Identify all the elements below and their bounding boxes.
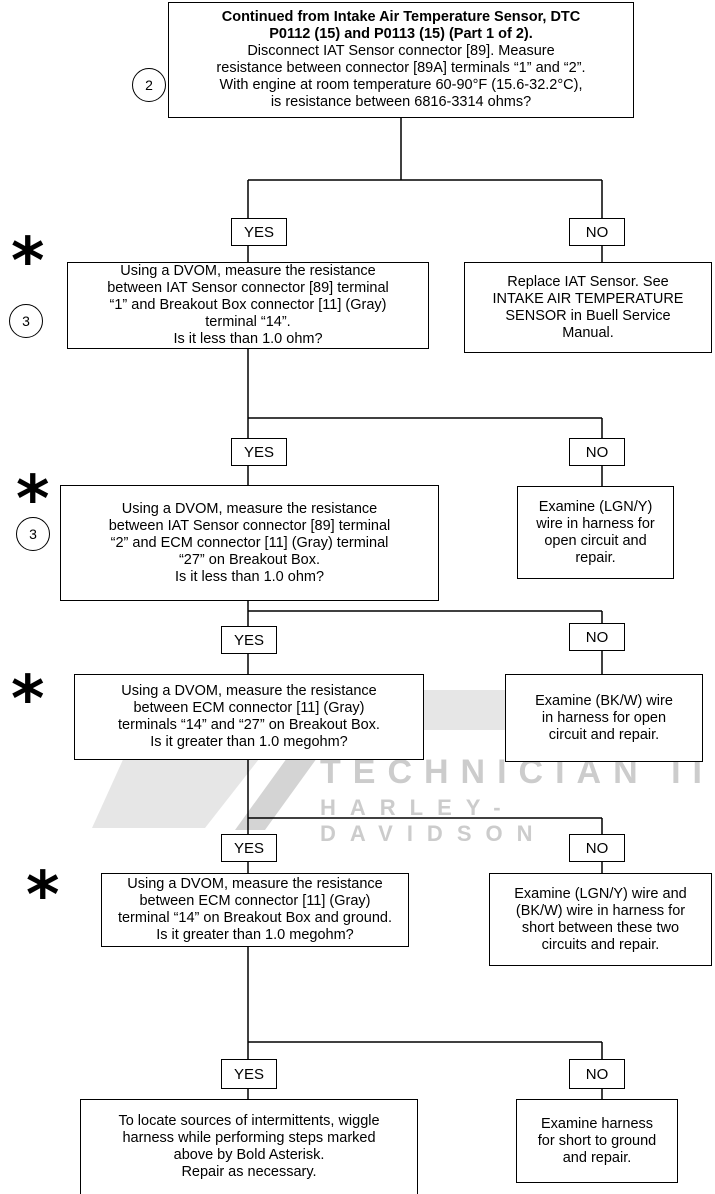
no2-line-2: wire in harness for [536, 515, 655, 532]
question-box-3: Using a DVOM, measure the resistance bet… [74, 674, 424, 760]
step-marker-3b: 3 [16, 517, 50, 551]
connector-q4-branch [247, 946, 603, 1059]
question-box-1: Using a DVOM, measure the resistance bet… [67, 262, 429, 349]
no-action-box-1: Replace IAT Sensor. See INTAKE AIR TEMPE… [464, 262, 712, 353]
connector-start-branch [247, 117, 603, 218]
final-line-1: To locate sources of intermittents, wigg… [118, 1113, 380, 1129]
q3-line-2: between ECM connector [11] (Gray) [133, 700, 365, 716]
start-line-1: Disconnect IAT Sensor connector [89]. Me… [247, 43, 555, 59]
q1-line-5: Is it less than 1.0 ohm? [173, 331, 323, 347]
start-line-2: resistance between connector [89A] termi… [216, 60, 586, 76]
q3-line-4: Is it greater than 1.0 megohm? [150, 734, 348, 750]
q1-line-3: “1” and Breakout Box connector [11] (Gra… [109, 297, 387, 313]
yes-label-4: YES [221, 834, 277, 862]
no1-line-1: Replace IAT Sensor. See [507, 273, 669, 290]
final-line-4: Repair as necessary. [181, 1164, 317, 1180]
no-action-box-2: Examine (LGN/Y) wire in harness for open… [517, 486, 674, 579]
watermark-harley-text: HARLEY-DAVIDSON [320, 795, 547, 846]
no2-line-1: Examine (LGN/Y) [538, 498, 653, 515]
no4-line-2: (BK/W) wire in harness for [515, 902, 686, 919]
connector-q2-branch [247, 601, 603, 626]
q2-line-3: “2” and ECM connector [11] (Gray) termin… [110, 534, 389, 551]
no5-line-1: Examine harness [540, 1115, 654, 1132]
bold-asterisk-3: * [11, 663, 45, 737]
start-question-box: Continued from Intake Air Temperature Se… [168, 2, 634, 118]
yes-label-1: YES [231, 218, 287, 246]
final-line-2: harness while performing steps marked [122, 1130, 376, 1146]
no3-line-2: in harness for open [541, 709, 667, 726]
no-label-3: NO [569, 623, 625, 651]
step-marker-3a: 3 [9, 304, 43, 338]
start-title-line-2: P0112 (15) and P0113 (15) (Part 1 of 2). [269, 26, 533, 42]
step-marker-2: 2 [132, 68, 166, 102]
no4-line-1: Examine (LGN/Y) wire and [514, 885, 687, 902]
no1-line-3: SENSOR in Buell Service [505, 307, 671, 324]
q4-line-4: Is it greater than 1.0 megohm? [156, 927, 354, 943]
start-line-4: is resistance between 6816-3314 ohms? [270, 94, 532, 110]
no1-line-2: INTAKE AIR TEMPERATURE [492, 290, 684, 307]
no5-line-3: and repair. [562, 1149, 632, 1166]
question-box-4: Using a DVOM, measure the resistance bet… [101, 873, 409, 947]
connector-q3-branch [247, 760, 603, 834]
no-label-1: NO [569, 218, 625, 246]
q1-line-4: terminal “14”. [205, 314, 291, 330]
q1-line-1: Using a DVOM, measure the resistance [120, 263, 376, 279]
q3-line-1: Using a DVOM, measure the resistance [121, 683, 377, 699]
yes-label-2: YES [231, 438, 287, 466]
no-action-box-3: Examine (BK/W) wire in harness for open … [505, 674, 703, 762]
no2-line-4: repair. [575, 549, 616, 566]
q2-line-1: Using a DVOM, measure the resistance [121, 500, 378, 517]
no-label-2: NO [569, 438, 625, 466]
start-line-3: With engine at room temperature 60-90°F … [219, 77, 583, 93]
bold-asterisk-1: * [11, 225, 45, 299]
watermark-logo-slash [235, 740, 330, 830]
no3-line-1: Examine (BK/W) wire [535, 692, 673, 709]
no4-line-4: circuits and repair. [541, 936, 660, 953]
no-label-4: NO [569, 834, 625, 862]
no1-line-4: Manual. [562, 324, 614, 341]
question-box-2: Using a DVOM, measure the resistance bet… [60, 485, 439, 601]
no5-line-2: for short to ground [537, 1132, 657, 1149]
no4-line-3: short between these two [521, 919, 680, 936]
final-line-3: above by Bold Asterisk. [173, 1147, 325, 1163]
final-instructions-box: To locate sources of intermittents, wigg… [80, 1099, 418, 1194]
q2-line-4: “27” on Breakout Box. [178, 551, 321, 568]
q3-line-3: terminals “14” and “27” on Breakout Box. [118, 717, 380, 733]
no-label-5: NO [569, 1059, 625, 1089]
q4-line-1: Using a DVOM, measure the resistance [127, 876, 383, 892]
q2-line-2: between IAT Sensor connector [89] termin… [108, 517, 391, 534]
no2-line-3: open circuit and [544, 532, 647, 549]
no-action-box-5: Examine harness for short to ground and … [516, 1099, 678, 1183]
no3-line-3: circuit and repair. [548, 726, 660, 743]
bold-asterisk-4: * [26, 859, 60, 933]
yes-label-5: YES [221, 1059, 277, 1089]
q1-line-2: between IAT Sensor connector [89] termin… [107, 280, 389, 296]
yes-label-3: YES [221, 626, 277, 654]
q2-line-5: Is it less than 1.0 ohm? [174, 568, 325, 585]
q4-line-2: between ECM connector [11] (Gray) [139, 893, 371, 909]
no-action-box-4: Examine (LGN/Y) wire and (BK/W) wire in … [489, 873, 712, 966]
start-title-line-1: Continued from Intake Air Temperature Se… [221, 9, 581, 25]
connector-q1-branch [247, 348, 603, 438]
q4-line-3: terminal “14” on Breakout Box and ground… [117, 910, 393, 926]
